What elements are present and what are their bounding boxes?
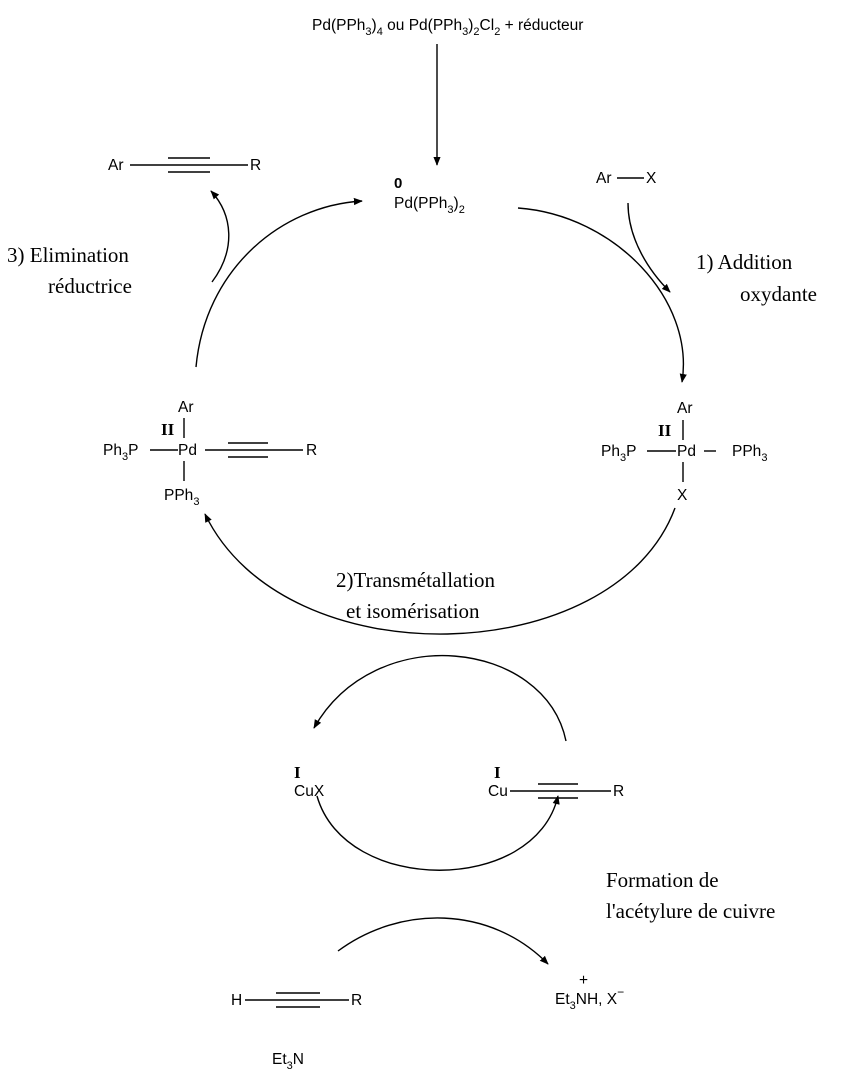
step2-label-line2: et isomérisation: [346, 599, 480, 623]
salt-plus: +: [579, 972, 588, 989]
arx-addition-arrow: [627, 202, 671, 293]
pd-right-pph3: PPh3: [732, 443, 767, 464]
product-ar: Ar: [108, 157, 124, 174]
cux-label: CuX: [294, 783, 325, 800]
cu-cycle-arc-bottom: [316, 795, 560, 871]
pd-left-ar: Ar: [178, 399, 194, 416]
deprotonation-arrow: [337, 917, 549, 965]
cycle-arc-bottom: [204, 507, 676, 635]
product-r: R: [250, 157, 261, 174]
alkyne-h: H: [231, 992, 242, 1009]
alkyne-triple-bond: [245, 992, 349, 1008]
pd-right-x: X: [677, 487, 688, 504]
step2-label-line1: 2)Transmétallation: [336, 568, 496, 592]
cu-acetylide-triple-bond: [510, 783, 611, 799]
cu-step-label-line2: l'acétylure de cuivre: [606, 899, 775, 923]
cu-cycle-arc-top: [313, 654, 567, 742]
arx-x: X: [646, 170, 657, 187]
precatalyst-label: Pd(PPh3)4 ou Pd(PPh3)2Cl2 + réducteur: [312, 17, 583, 38]
pd-left-ph3p: Ph3P: [103, 442, 138, 463]
step3-label-line1: 3) Elimination: [7, 243, 129, 267]
cux-oxidation-state: I: [294, 763, 301, 782]
cu-step-label-line1: Formation de: [606, 868, 719, 892]
cycle-arc-top-right: [517, 207, 687, 383]
salt-label: Et3NH, X−: [555, 985, 624, 1012]
pd-left-complex: Ar II Ph3P Pd R PPh3: [103, 399, 317, 508]
pd-left-pd: Pd: [178, 442, 197, 459]
pd-right-ar: Ar: [677, 400, 693, 417]
cu-acetylide-r: R: [613, 783, 624, 800]
product-triple-bond: [130, 157, 248, 173]
pd-right-oxidation-state: II: [658, 421, 672, 440]
cu-acetylide-oxidation-state: I: [494, 763, 501, 782]
pd-right-complex: Ar II Ph3P Pd PPh3 X: [601, 400, 767, 504]
step1-label-line2: oxydante: [740, 282, 817, 306]
pd-right-ph3p: Ph3P: [601, 443, 636, 464]
pd-left-pph3: PPh3: [164, 487, 199, 508]
elimination-product-arrow: [210, 190, 230, 283]
cu-acetylide-cu: Cu: [488, 783, 508, 800]
pd0-complex: Pd(PPh3)2: [394, 195, 465, 216]
step3-label-line2: réductrice: [48, 274, 132, 298]
alkyne-r: R: [351, 992, 362, 1009]
cycle-arc-top-left: [195, 197, 363, 368]
arx-ar: Ar: [596, 170, 612, 187]
pd-left-r: R: [306, 442, 317, 459]
step1-label-line1: 1) Addition: [696, 250, 793, 274]
pd-left-oxidation-state: II: [161, 420, 175, 439]
pd-right-pd: Pd: [677, 443, 696, 460]
pd-left-triple-bond: [205, 442, 303, 458]
base-et3n: Et3N: [272, 1051, 304, 1072]
pd0-oxidation-state: 0: [394, 175, 402, 192]
